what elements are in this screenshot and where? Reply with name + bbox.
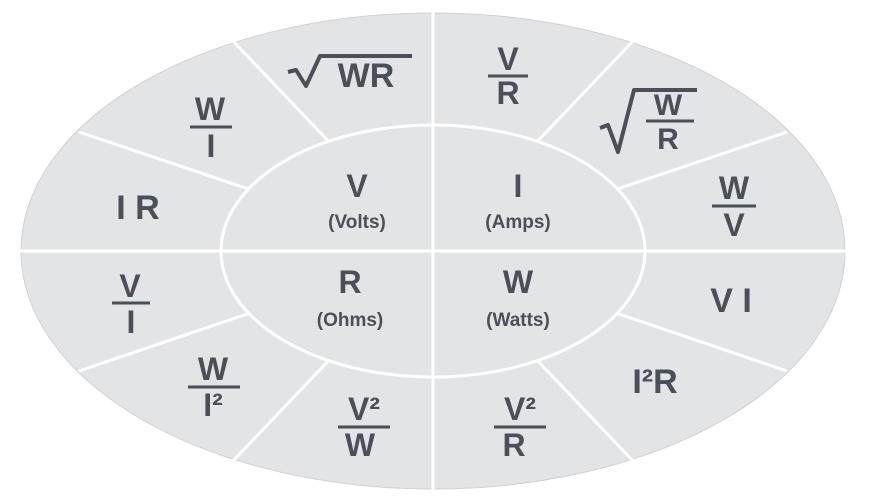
power-symbol: W — [503, 264, 534, 300]
formula-v-over-i: V I — [112, 268, 150, 340]
formula-w-over-v: W V — [712, 170, 756, 243]
voltage-symbol: V — [346, 168, 368, 204]
formula-sqrt-w-over-r: W R — [599, 88, 697, 156]
denominator: I — [127, 304, 136, 340]
formula-w-over-i-squared: W I² — [188, 351, 240, 423]
numerator: W — [198, 351, 229, 387]
denominator: R — [496, 75, 519, 111]
numerator: W — [195, 91, 226, 127]
denominator: R — [502, 427, 525, 463]
numerator: W — [719, 170, 750, 206]
voltage-unit: (Volts) — [328, 212, 386, 233]
numerator: W — [654, 89, 683, 122]
denominator: W — [345, 427, 376, 463]
resistance-unit: (Ohms) — [317, 310, 384, 331]
formula-vi: V I — [710, 282, 752, 320]
formula-w-over-i: W I — [190, 91, 232, 164]
numerator: V — [497, 41, 519, 77]
denominator: I — [207, 128, 216, 164]
formula-sqrt-wr-radicand: WR — [338, 57, 395, 95]
numerator: V² — [348, 391, 380, 427]
numerator: V — [119, 268, 141, 304]
formula-ir: I R — [116, 189, 159, 227]
formula-i-squared-r: I²R — [632, 363, 677, 401]
power-unit: (Watts) — [486, 310, 550, 331]
denominator: V — [723, 207, 745, 243]
radical-sign-icon — [287, 54, 412, 88]
current-symbol: I — [514, 168, 523, 204]
current-unit: (Amps) — [485, 212, 550, 233]
numerator: V² — [504, 391, 536, 427]
formula-v-squared-over-w: V² W — [338, 391, 390, 463]
denominator: R — [657, 123, 679, 156]
resistance-symbol: R — [338, 264, 361, 300]
formula-v-squared-over-r: V² R — [494, 391, 546, 463]
denominator: I² — [203, 387, 223, 423]
formula-sqrt-wr: WR — [287, 54, 412, 95]
formula-v-over-r: V R — [488, 41, 528, 111]
radical-sign-icon — [599, 88, 697, 154]
